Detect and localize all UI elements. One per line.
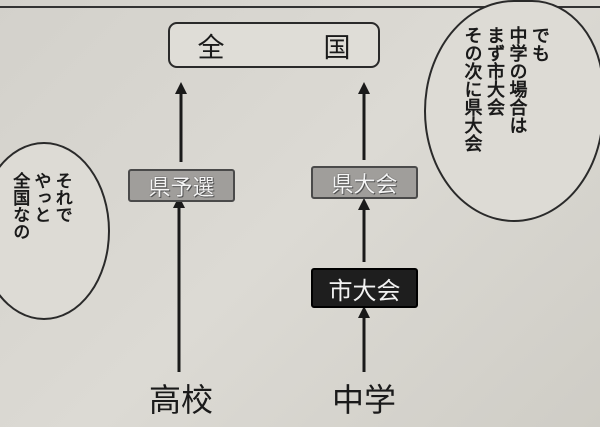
arrowhead — [358, 198, 370, 210]
label-chugaku: 中学 — [331, 381, 396, 419]
arrowhead — [175, 82, 187, 94]
speech-bubble-left — [0, 142, 110, 320]
speech-line: やっと — [30, 172, 51, 223]
top-rule — [0, 6, 600, 8]
arrowhead — [358, 306, 370, 318]
speech-line: でも — [529, 26, 550, 62]
node-shi-taikai: 市大会 — [311, 268, 418, 308]
speech-text-right: でも 中学の場合は まず市大会 その次に県大会 — [460, 26, 551, 196]
node-zenkoku: 全 国 — [168, 22, 380, 68]
node-ken-yosen: 県予選 — [128, 169, 235, 202]
arrowhead — [358, 82, 370, 94]
label-koukou: 高校 — [148, 381, 213, 419]
node-ken-taikai: 県大会 — [311, 166, 418, 199]
speech-text-left: それで やっと 全国なの — [8, 172, 72, 312]
speech-line: 全国なの — [9, 172, 30, 240]
speech-line: その次に県大会 — [461, 26, 483, 152]
arrowhead — [173, 196, 185, 208]
speech-line: まず市大会 — [484, 26, 505, 116]
speech-line: 中学の場合は — [506, 26, 528, 134]
speech-line: それで — [51, 172, 72, 223]
speech-bubble-right — [424, 0, 600, 222]
